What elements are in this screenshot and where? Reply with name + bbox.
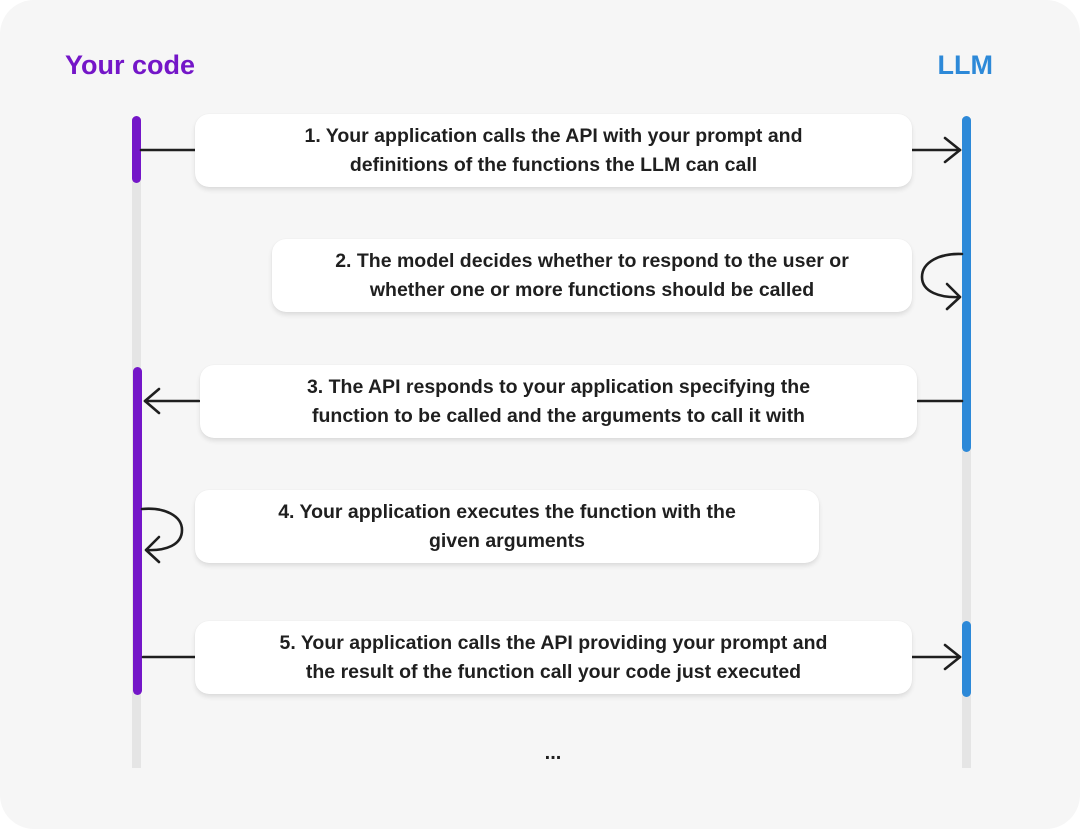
step-3-line-2: function to be called and the arguments …	[312, 404, 805, 427]
step-2-line-2: whether one or more functions should be …	[369, 278, 815, 301]
your-code-activation-1	[132, 116, 141, 183]
step-2-box: 2. The model decides whether to respond …	[272, 239, 912, 312]
step-4-line-1: 4. Your application executes the functio…	[278, 500, 736, 523]
your-code-lane-title: Your code	[65, 50, 196, 80]
llm-activation-1	[962, 116, 971, 452]
llm-lane-title: LLM	[937, 50, 993, 80]
step-1-box: 1. Your application calls the API with y…	[195, 114, 912, 187]
your-code-activation-2	[133, 367, 142, 695]
step-4-self-loop-arrow	[140, 507, 184, 552]
step-2-line-1: 2. The model decides whether to respond …	[335, 249, 849, 272]
step-1-line-2: definitions of the functions the LLM can…	[349, 153, 758, 176]
step-3-line-1: 3. The API responds to your application …	[306, 375, 811, 398]
step-5-box: 5. Your application calls the API provid…	[195, 621, 912, 694]
step-2-self-loop-arrow	[920, 252, 964, 299]
step-4-line-2: given arguments	[428, 529, 586, 552]
llm-activation-2	[962, 621, 971, 697]
step-1-line-1: 1. Your application calls the API with y…	[304, 124, 803, 147]
step-3-box: 3. The API responds to your application …	[200, 365, 917, 438]
step-4-box: 4. Your application executes the functio…	[195, 490, 819, 563]
continuation-ellipsis: ...	[544, 742, 562, 764]
step-5-line-2: the result of the function call your cod…	[305, 660, 802, 683]
step-5-line-1: 5. Your application calls the API provid…	[279, 631, 828, 654]
